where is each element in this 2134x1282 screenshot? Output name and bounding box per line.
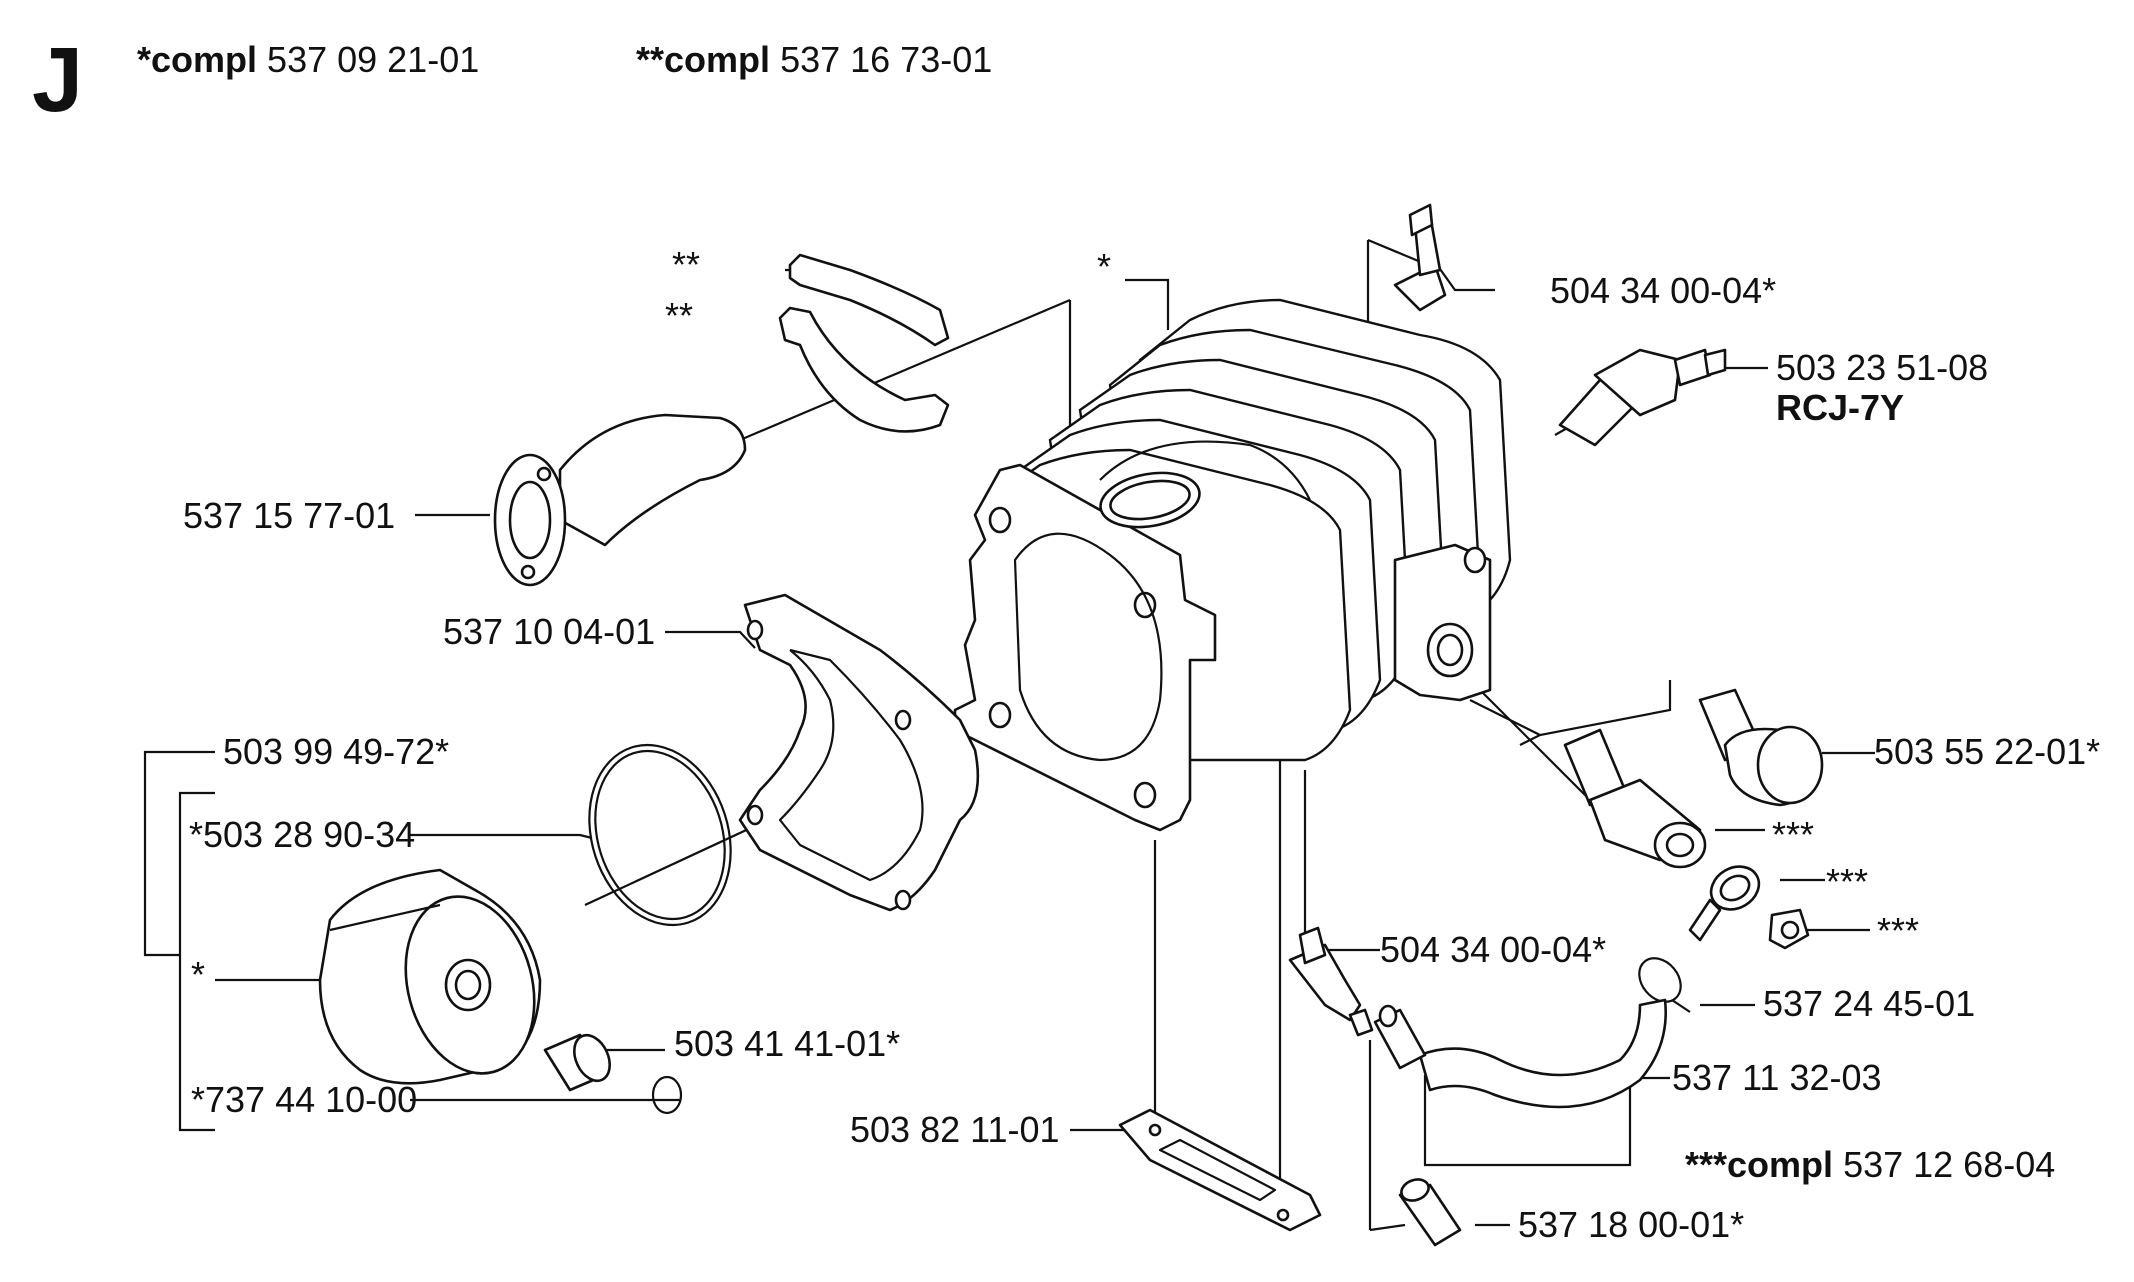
clamp-top-label: ** [672,244,701,285]
bearing-label: 503 41 41-01* [674,1023,901,1064]
piston-rings-label: 503 99 49-72* [223,731,450,772]
compl-1-number: 537 09 21-01 [267,39,480,80]
elbow-fitting-top [1393,203,1447,312]
hose-fitting [1373,1004,1427,1070]
compl-3: ***compl 537 12 68-04 [1685,1145,2055,1185]
elbow-top-label: 504 34 00-04* [1550,270,1777,311]
bottom-plug [1398,1178,1462,1247]
section-letter: J [32,29,84,131]
clip-label: 537 24 45-01 [1763,983,1976,1024]
gasket-label: 537 10 04-01 [443,611,656,652]
compl-1-prefix: *compl [137,39,258,80]
base-gasket-label: 503 82 11-01 [850,1109,1060,1150]
fitting-label: *** [1772,814,1815,855]
compl-2-number: 537 16 73-01 [780,39,993,80]
hose-clip [1638,957,1691,1013]
washer-label: *** [1826,861,1869,902]
spark-plug-type-label: RCJ-7Y [1776,387,1905,428]
bearing-circlip [543,1033,683,1115]
intake-label: 537 15 77-01 [183,495,396,536]
decomp-valve-label: 503 55 22-01* [1874,731,2101,772]
spark-plug [1558,348,1727,447]
clamp-bottom-label: ** [665,295,694,336]
cylinder [953,298,1512,832]
valve-fitting [1563,728,1707,869]
clamp-parts [778,253,950,433]
elbow-bottom-label: 504 34 00-04* [1380,929,1607,970]
hose-label: 537 11 32-03 [1672,1057,1882,1098]
screw-label: *** [1877,910,1920,951]
compl-3-number: 537 12 68-04 [1843,1144,2056,1185]
screw [1768,908,1810,950]
intake-manifold [493,413,747,587]
spark-plug-label: 503 23 51-08 [1776,347,1989,388]
base-gasket [1118,1108,1322,1232]
elbow-fitting-bottom [1288,926,1374,1037]
compl-2-prefix: **compl [636,39,771,80]
circlip-label: *737 44 10-00 [191,1079,418,1120]
cylinder-label: * [1097,246,1112,287]
piston-ring-label: *503 28 90-34 [189,814,416,855]
compl-3-prefix: ***compl [1685,1144,1834,1185]
banjo-washer [1688,865,1761,942]
piston-ring [588,743,732,927]
decompression-valve [1698,688,1824,807]
bottom-plug-label: 537 18 00-01* [1518,1204,1745,1245]
compl-1: *compl 537 09 21-01 [137,40,479,80]
fuel-hose [1418,998,1667,1109]
cylinder-gasket [738,593,980,912]
compl-2: **compl 537 16 73-01 [636,40,992,80]
piston-label: * [191,954,206,995]
piston [318,868,542,1085]
